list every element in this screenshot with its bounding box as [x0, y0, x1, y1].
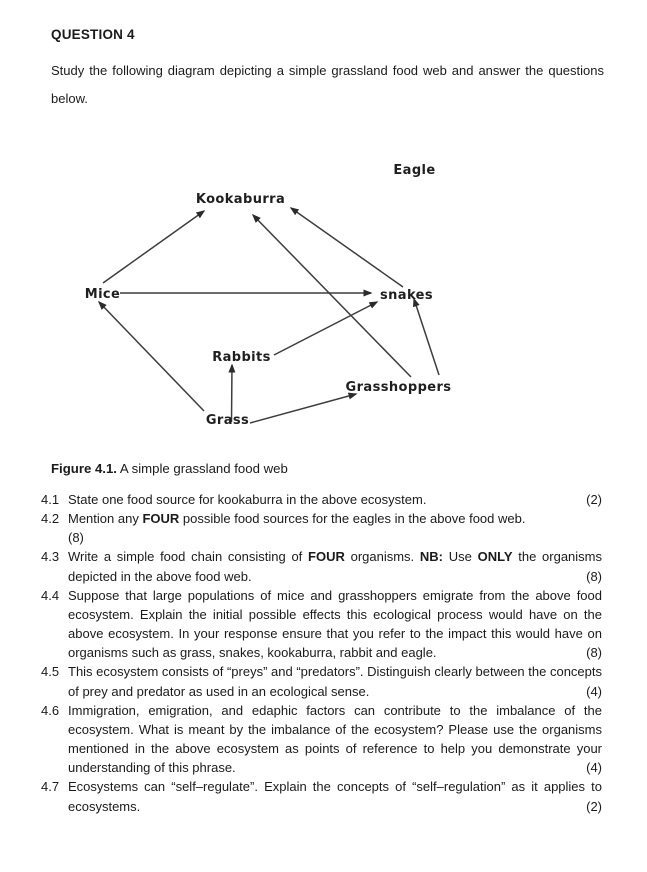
- node-label-eagle: Eagle: [393, 163, 435, 178]
- question-header: QUESTION 4: [51, 27, 135, 42]
- node-label-mice: Mice: [85, 287, 121, 302]
- figure-caption: Figure 4.1. A simple grassland food web: [51, 461, 288, 476]
- question-item-4.3: 4.3 Write a simple food chain consisting …: [41, 547, 602, 585]
- question-number: 4.2: [41, 511, 60, 527]
- question-marks: (8): [68, 530, 84, 546]
- question-marks: (4): [586, 683, 602, 699]
- question-text-segment: State one food source for kookaburra in …: [68, 492, 427, 507]
- question-text-segment: Ecosystems can “self–regulate”. Explain …: [68, 779, 602, 814]
- edge-grass-to-grasshoppers: [249, 392, 358, 424]
- edge-grasshoppers-to-snakes: [413, 297, 440, 376]
- question-text-segment: This ecosystem consists of “preys” and “…: [68, 664, 602, 699]
- question-text-segment: Write a simple food chain consisting of: [68, 549, 309, 565]
- question-text-segment: the organisms depicted in the above food…: [68, 549, 603, 584]
- question-marks: (8): [586, 568, 602, 584]
- node-label-snakes: snakes: [380, 288, 433, 303]
- intro-paragraph: Study the following diagram depicting a …: [51, 63, 604, 106]
- question-number: 4.3: [41, 549, 60, 565]
- question-item-4.1: 4.1 State one food source for kookaburra …: [41, 490, 602, 509]
- edge-grasshoppers-to-kookaburra: [251, 213, 412, 378]
- question-text-segment: possible food sources for the eagles in …: [179, 511, 526, 527]
- question-item-4.6: 4.6 Immigration, emigration, and edaphic …: [41, 701, 602, 778]
- question-item-4.2: 4.2 Mention any FOUR possible food source…: [41, 509, 602, 528]
- edge-mice-to-kookaburra: [102, 210, 206, 284]
- question-text-segment: organisms.: [344, 549, 420, 565]
- questions-list: 4.1 State one food source for kookaburra …: [41, 490, 602, 816]
- question-item-4.7: 4.7 Ecosystems can “self–regulate”. Expla…: [41, 777, 602, 815]
- figure-caption-text: A simple grassland food web: [116, 461, 288, 476]
- question-item-4.5: 4.5 This ecosystem consists of “preys” an…: [41, 662, 602, 700]
- question-marks: (8): [586, 645, 602, 661]
- question-number: 4.4: [41, 587, 60, 603]
- question-text-segment: Use: [443, 549, 478, 565]
- edge-grass-to-rabbits: [228, 363, 236, 423]
- question-marks: (2): [586, 798, 602, 814]
- question-text-segment: Immigration, emigration, and edaphic fac…: [68, 702, 602, 776]
- question-text-segment: Mention any: [68, 511, 143, 527]
- question-marks: (2): [586, 492, 602, 507]
- node-label-kookaburra: Kookaburra: [196, 192, 285, 207]
- node-label-grass: Grass: [206, 413, 249, 428]
- question-text-segment: NB:: [419, 549, 444, 565]
- question-number: 4.7: [41, 779, 60, 795]
- question-number: 4.5: [41, 664, 60, 680]
- node-label-rabbits: Rabbits: [212, 350, 271, 365]
- question-text-segment: ONLY: [477, 549, 513, 565]
- question-number: 4.1: [41, 492, 60, 507]
- figure-caption-number: Figure 4.1.: [51, 461, 117, 476]
- question-text-segment: FOUR: [308, 549, 345, 565]
- edge-snakes-to-kookaburra: [289, 207, 404, 288]
- edge-grass-to-mice: [97, 300, 205, 412]
- node-label-grasshoppers: Grasshoppers: [346, 380, 452, 395]
- question-text-segment: Suppose that large populations of mice a…: [68, 587, 602, 661]
- question-marks: (4): [586, 760, 602, 776]
- edge-rabbits-to-snakes: [273, 301, 379, 356]
- food-web-edges: [97, 207, 440, 424]
- question-item-4.4: 4.4 Suppose that large populations of mic…: [41, 586, 602, 663]
- question-number: 4.6: [41, 702, 60, 718]
- question-text-segment: FOUR: [142, 511, 180, 527]
